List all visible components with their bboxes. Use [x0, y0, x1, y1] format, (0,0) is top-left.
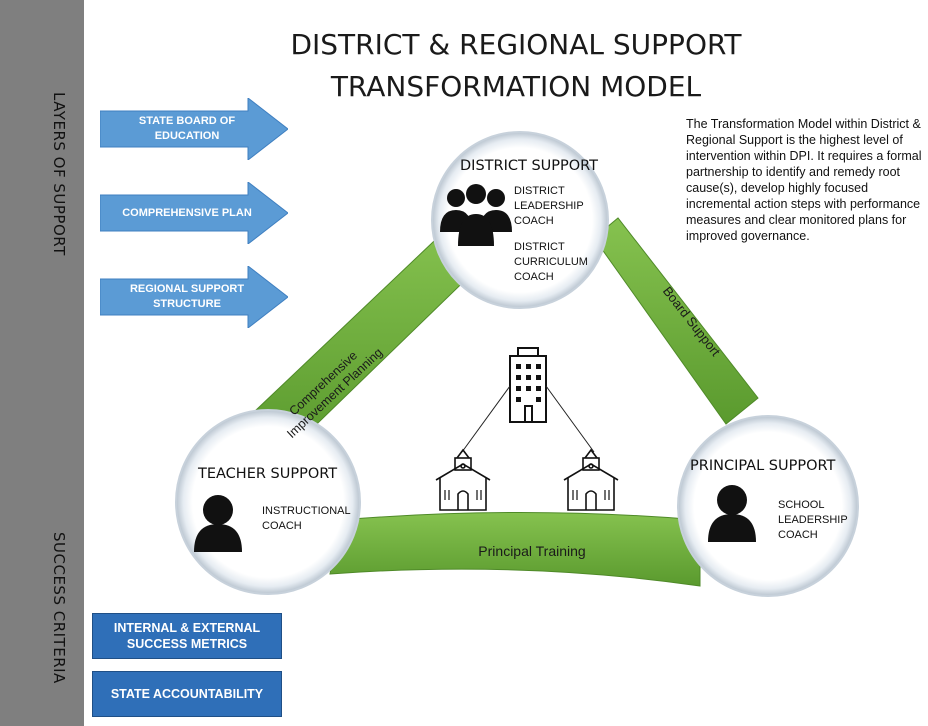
page-title-line2: TRANSFORMATION MODEL: [330, 70, 702, 103]
school-icon: [563, 448, 619, 511]
layer-arrow-label: REGIONAL SUPPORT STRUCTURE: [129, 283, 245, 310]
success-metrics-label: INTERNAL & EXTERNAL SUCCESS METRICS: [113, 621, 261, 651]
state-accountability-label: STATE ACCOUNTABILITY: [110, 687, 264, 701]
office-building-icon: [509, 347, 547, 423]
group-icon: [440, 184, 512, 246]
page-title-line1: DISTRICT & REGIONAL SUPPORT: [290, 28, 742, 61]
state-accountability-box: STATE ACCOUNTABILITY: [92, 671, 282, 717]
teacher-support-title: TEACHER SUPPORT: [198, 466, 338, 482]
connector-right: [593, 217, 759, 425]
principal-support-circle: [677, 415, 859, 597]
person-icon: [708, 485, 756, 542]
district-curriculum-coach: DISTRICT CURRICULUM COACH: [514, 241, 588, 283]
success-metrics-box: INTERNAL & EXTERNAL SUCCESS METRICS: [92, 613, 282, 659]
instructional-coach: INSTRUCTIONAL COACH: [262, 505, 351, 532]
sidebar: [0, 0, 84, 726]
school-icon: [435, 448, 491, 511]
layer-arrow-label: STATE BOARD OF EDUCATION: [138, 115, 236, 142]
district-support-title: DISTRICT SUPPORT: [460, 158, 599, 174]
layer-arrow-state-board: STATE BOARD OF EDUCATION: [100, 98, 288, 160]
district-leadership-coach: DISTRICT LEADERSHIP COACH: [514, 185, 584, 227]
connector-bottom-label: Principal Training: [478, 543, 585, 559]
hierarchy-lines: [461, 385, 595, 453]
layer-arrow-label: COMPREHENSIVE PLAN: [122, 206, 252, 219]
school-leadership-coach: SCHOOL LEADERSHIP COACH: [778, 499, 848, 541]
layer-arrow-regional-support: REGIONAL SUPPORT STRUCTURE: [100, 266, 288, 328]
model-description: The Transformation Model within District…: [686, 117, 922, 243]
person-icon: [194, 495, 242, 552]
principal-support-title: PRINCIPAL SUPPORT: [690, 458, 836, 474]
layer-arrow-comprehensive-plan: COMPREHENSIVE PLAN: [100, 182, 288, 244]
connector-bottom: [329, 512, 701, 587]
teacher-support-circle: [175, 409, 361, 595]
district-support-circle: [431, 131, 609, 309]
